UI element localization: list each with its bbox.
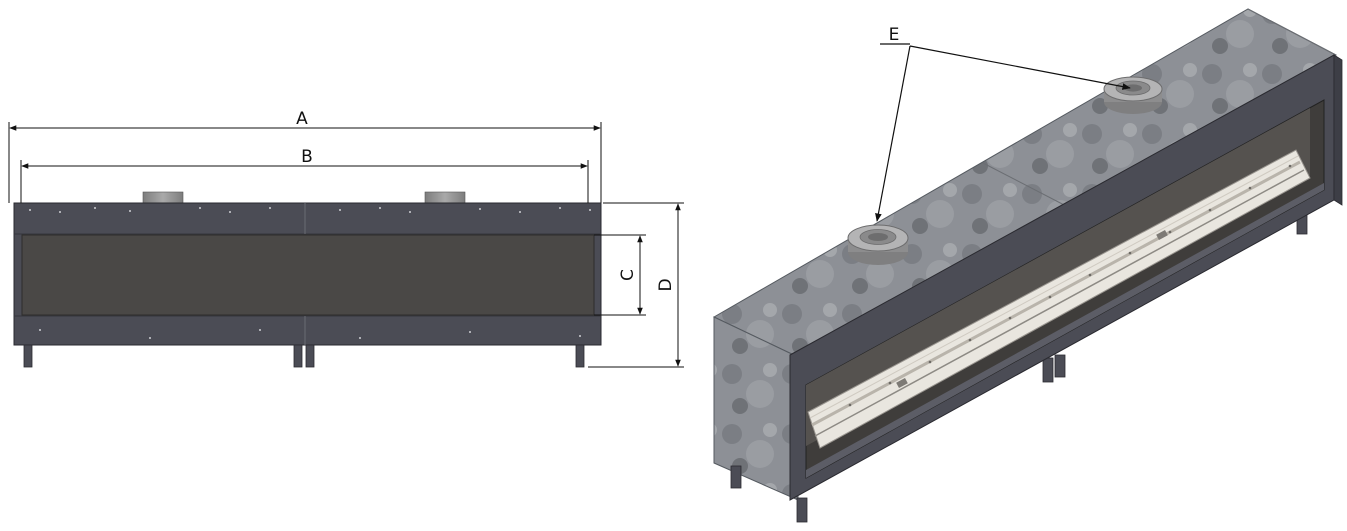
label-d: D [656, 278, 676, 291]
dimension-b [20, 160, 589, 203]
label-a: A [296, 109, 308, 129]
leg [730, 465, 742, 489]
label-c: C [618, 269, 638, 281]
label-e: E [889, 25, 900, 45]
front-view: A B C D [8, 109, 684, 368]
isometric-view: E [712, 8, 1343, 523]
callout-e [875, 43, 1131, 222]
flue-collar-front [847, 224, 909, 265]
flue-collar-right [424, 191, 466, 205]
flue-collar-back [1103, 76, 1163, 114]
flue-collar-left [142, 191, 184, 205]
leg [23, 344, 33, 368]
label-b: B [301, 147, 313, 167]
leg [293, 344, 303, 368]
glass-panel [21, 234, 595, 316]
leg [796, 497, 808, 523]
dimension-c [594, 234, 646, 316]
dimension-a [8, 122, 602, 203]
leg [575, 344, 585, 368]
dimension-d [588, 202, 684, 368]
leg [305, 344, 315, 368]
